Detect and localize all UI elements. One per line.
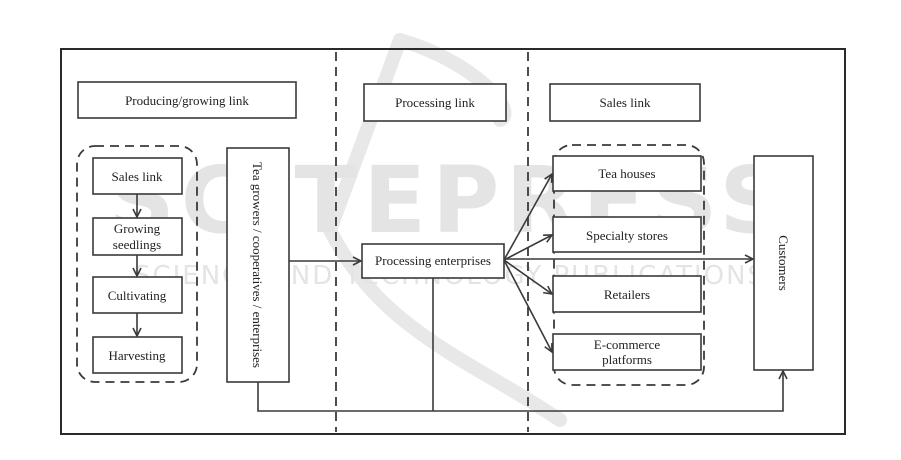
step-label: Harvesting [108,348,166,363]
header-sales-label: Sales link [600,95,651,110]
customers-box: Customers [754,156,813,370]
growers-box: Tea growers / cooperatives / enterprises [227,148,289,382]
growers-label: Tea growers / cooperatives / enterprises [250,162,265,368]
sales-channel: E-commerce platforms [553,334,701,370]
step-label: Cultivating [108,288,167,303]
sales-channel: Retailers [553,276,701,312]
header-processing: Processing link [364,84,506,121]
channel-label: E-commerce [594,337,661,352]
header-producing: Producing/growing link [78,82,296,118]
header-sales: Sales link [550,84,700,121]
customers-label: Customers [776,235,791,291]
step-label: Growing [114,221,161,236]
producing-step: Harvesting [93,337,182,373]
sales-channel: Tea houses [553,156,701,191]
processor-label: Processing enterprises [375,253,491,268]
producing-step: Cultivating [93,277,182,313]
step-label: Sales link [112,169,163,184]
channel-label: Tea houses [598,166,655,181]
step-label-line2: seedlings [113,237,161,252]
sales-channel: Specialty stores [553,217,701,252]
channel-label-line2: platforms [602,352,652,367]
producing-step: Growing seedlings [93,218,182,255]
producing-step: Sales link [93,158,182,194]
processor-box: Processing enterprises [362,244,504,278]
channel-label: Specialty stores [586,228,668,243]
header-producing-label: Producing/growing link [125,93,249,108]
channel-label: Retailers [604,287,650,302]
header-processing-label: Processing link [395,95,475,110]
